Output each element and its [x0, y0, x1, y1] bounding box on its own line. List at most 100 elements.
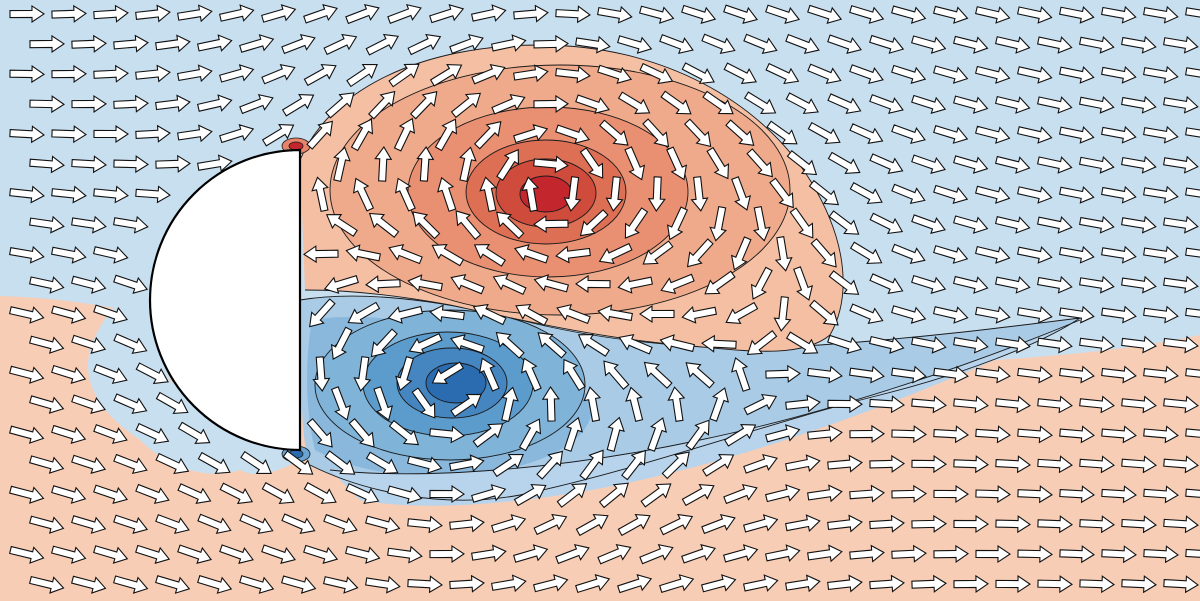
velocity-arrow [261, 544, 296, 564]
velocity-arrow [563, 416, 583, 452]
velocity-arrow [239, 34, 275, 53]
velocity-arrow [324, 450, 356, 475]
half-disk-body [148, 148, 302, 452]
velocity-arrow [1185, 425, 1200, 444]
velocity-arrow [135, 185, 171, 204]
velocity-arrow [685, 362, 715, 389]
velocity-arrow [113, 94, 149, 113]
velocity-arrow [785, 92, 819, 115]
velocity-arrow [624, 207, 649, 239]
velocity-arrow [701, 453, 735, 477]
velocity-arrow [71, 334, 107, 354]
velocity-arrow [155, 575, 191, 594]
velocity-arrow [701, 513, 736, 535]
velocity-arrow [690, 176, 709, 212]
velocity-arrow [135, 422, 170, 445]
velocity-arrow [197, 154, 233, 173]
velocity-arrow [579, 147, 604, 179]
velocity-arrow [932, 5, 969, 24]
velocity-arrow [891, 243, 926, 265]
velocity-arrow [303, 63, 337, 87]
velocity-arrow [8, 365, 45, 384]
velocity-arrow [723, 4, 759, 24]
velocity-arrow [1036, 96, 1073, 114]
velocity-arrow [974, 65, 1011, 84]
velocity-arrow [409, 91, 438, 120]
velocity-arrow [177, 544, 213, 564]
velocity-arrow [1163, 275, 1199, 294]
velocity-arrow [135, 483, 170, 505]
velocity-arrow [910, 335, 947, 354]
velocity-arrow [323, 275, 359, 294]
velocity-arrow [1185, 185, 1200, 204]
velocity-arrow [869, 574, 905, 593]
velocity-arrow [706, 146, 730, 180]
velocity-arrow [28, 276, 65, 294]
velocity-arrow [449, 454, 485, 473]
velocity-arrow [1185, 485, 1200, 504]
velocity-arrow [471, 63, 506, 85]
velocity-arrow [618, 333, 653, 355]
velocity-arrow [450, 92, 482, 119]
velocity-arrow [471, 484, 507, 503]
velocity-arrow [764, 484, 801, 503]
velocity-arrow [575, 94, 610, 114]
velocity-arrow [1058, 126, 1095, 144]
velocity-arrow [9, 245, 45, 264]
velocity-arrow [431, 361, 465, 385]
velocity-arrow [642, 240, 674, 265]
velocity-arrow [365, 33, 400, 56]
velocity-arrow [725, 119, 755, 146]
velocity-arrow [1101, 425, 1137, 444]
velocity-arrow [974, 6, 1011, 24]
velocity-arrow [1058, 185, 1095, 204]
velocity-arrow [537, 332, 567, 359]
velocity-arrow [701, 33, 736, 55]
velocity-arrow [723, 423, 757, 447]
velocity-arrow [370, 328, 398, 358]
velocity-arrow [953, 514, 989, 534]
velocity-arrow [533, 94, 569, 113]
velocity-arrow [577, 333, 610, 357]
velocity-arrow [1143, 65, 1179, 84]
velocity-arrow [952, 35, 989, 54]
velocity-arrow [1101, 185, 1137, 204]
velocity-arrow [1121, 335, 1157, 354]
velocity-arrow [333, 146, 351, 183]
velocity-arrow [51, 424, 87, 444]
velocity-arrow [681, 4, 717, 24]
velocity-arrow [429, 544, 465, 563]
velocity-arrow [606, 416, 625, 453]
velocity-arrow [764, 424, 801, 443]
velocity-arrow [261, 481, 295, 505]
velocity-arrow [953, 215, 989, 234]
velocity-arrow [8, 485, 45, 504]
velocity-arrow [490, 34, 527, 52]
velocity-arrow [92, 246, 129, 264]
velocity-arrow [597, 543, 632, 565]
velocity-arrow [431, 243, 465, 267]
velocity-arrow [345, 3, 380, 25]
velocity-arrow [348, 418, 375, 448]
velocity-arrow [849, 365, 885, 384]
velocity-arrow [1037, 275, 1073, 294]
velocity-arrow [1101, 485, 1137, 504]
velocity-arrow [731, 176, 752, 211]
velocity-arrow [393, 117, 416, 152]
velocity-arrow [597, 64, 633, 84]
velocity-arrow [51, 64, 87, 83]
velocity-arrow [807, 544, 843, 563]
velocity-arrow [9, 425, 45, 444]
velocity-arrow [306, 418, 333, 448]
velocity-arrow [647, 417, 668, 452]
velocity-arrow [911, 395, 947, 414]
velocity-arrow [911, 514, 947, 533]
velocity-arrow [555, 543, 590, 565]
velocity-arrow [50, 545, 87, 564]
velocity-arrow [450, 334, 485, 354]
velocity-arrow [492, 273, 527, 296]
velocity-arrow [975, 544, 1011, 564]
velocity-arrow [1185, 125, 1200, 144]
velocity-arrow [368, 212, 400, 239]
